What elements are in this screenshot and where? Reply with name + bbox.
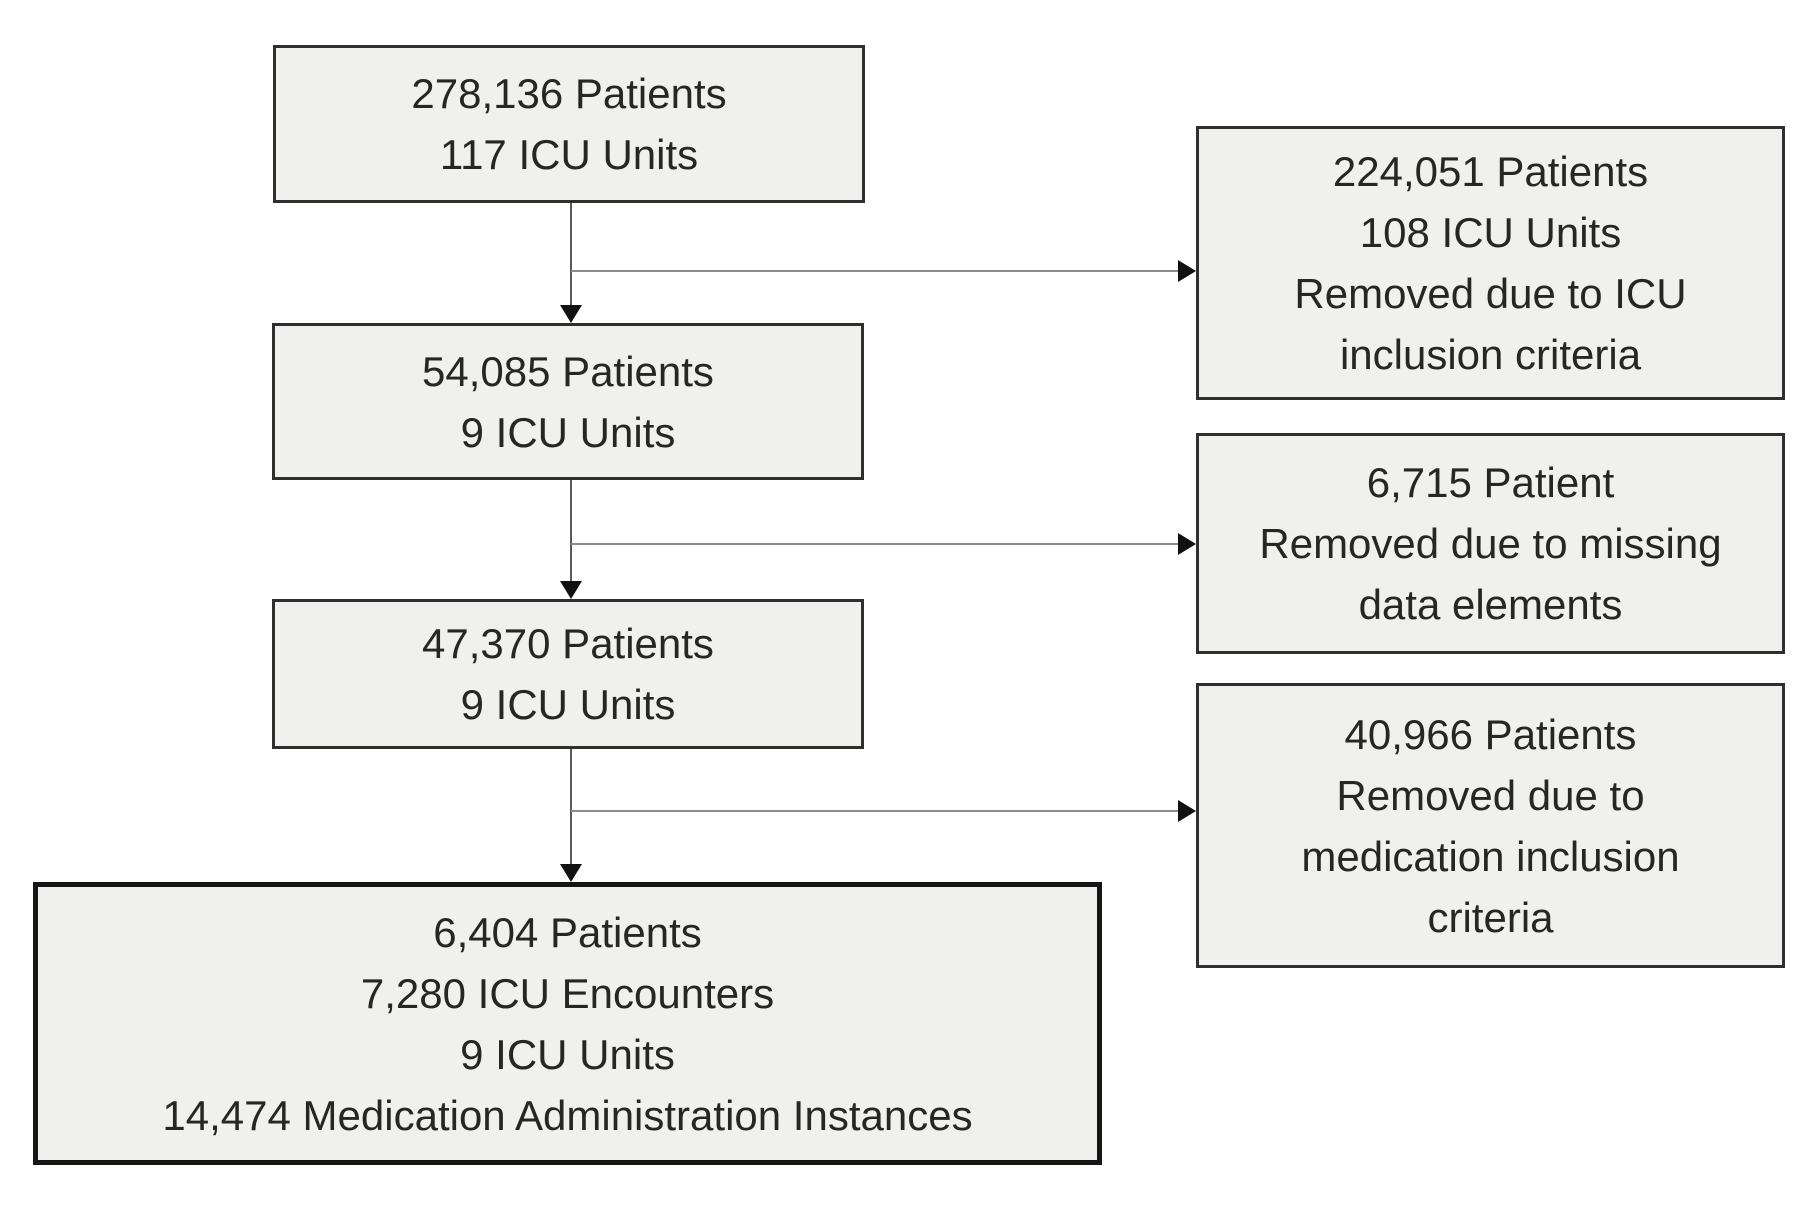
exclusion-box-missing-data: 6,715 Patient Removed due to missing dat…	[1196, 433, 1785, 654]
cohort-box-initial: 278,136 Patients 117 ICU Units	[273, 45, 865, 203]
exclusion-box-line: 6,715 Patient	[1366, 459, 1615, 506]
cohort-box-line: 9 ICU Units	[460, 681, 676, 728]
connector-vertical-2	[570, 480, 572, 581]
connector-vertical-1	[570, 203, 572, 305]
connector-horizontal-2	[571, 543, 1178, 545]
cohort-box-line: 9 ICU Units	[460, 408, 676, 456]
connector-horizontal-1	[571, 270, 1178, 272]
exclusion-box-line: 224,051 Patients	[1332, 148, 1649, 195]
exclusion-box-line: inclusion criteria	[1339, 331, 1642, 378]
exclusion-box-line: Removed due to	[1336, 771, 1645, 819]
cohort-box-line: 117 ICU Units	[439, 131, 699, 178]
cohort-box-line: 7,280 ICU Encounters	[360, 969, 775, 1017]
cohort-box-line: 278,136 Patients	[411, 70, 727, 117]
down-arrowhead-2-icon	[560, 581, 582, 599]
right-arrowhead-1-icon	[1178, 260, 1196, 282]
cohort-box-line: 14,474 Medication Administration Instanc…	[162, 1091, 973, 1139]
exclusion-box-line: 108 ICU Units	[1359, 209, 1622, 256]
exclusion-box-line: medication inclusion	[1301, 832, 1680, 880]
down-arrowhead-1-icon	[560, 305, 582, 323]
cohort-box-final: 6,404 Patients 7,280 ICU Encounters 9 IC…	[33, 882, 1102, 1165]
cohort-box-after-icu-inclusion: 54,085 Patients 9 ICU Units	[272, 323, 864, 480]
connector-horizontal-3	[571, 810, 1178, 812]
exclusion-box-line: 40,966 Patients	[1344, 710, 1637, 758]
cohort-box-line: 9 ICU Units	[460, 1030, 675, 1078]
right-arrowhead-2-icon	[1178, 533, 1196, 555]
exclusion-box-medication-inclusion: 40,966 Patients Removed due to medicatio…	[1196, 683, 1785, 968]
exclusion-box-line: Removed due to missing	[1259, 520, 1722, 567]
cohort-box-line: 54,085 Patients	[422, 347, 714, 395]
right-arrowhead-3-icon	[1178, 800, 1196, 822]
exclusion-box-line: Removed due to ICU	[1294, 270, 1687, 317]
exclusion-box-line: data elements	[1358, 581, 1623, 628]
exclusion-box-icu-inclusion: 224,051 Patients 108 ICU Units Removed d…	[1196, 126, 1785, 400]
cohort-box-line: 47,370 Patients	[422, 620, 714, 667]
exclusion-box-line: criteria	[1427, 893, 1554, 941]
cohort-box-after-missing-data: 47,370 Patients 9 ICU Units	[272, 599, 864, 749]
cohort-box-line: 6,404 Patients	[433, 908, 702, 956]
connector-vertical-3	[570, 749, 572, 864]
down-arrowhead-3-icon	[560, 864, 582, 882]
